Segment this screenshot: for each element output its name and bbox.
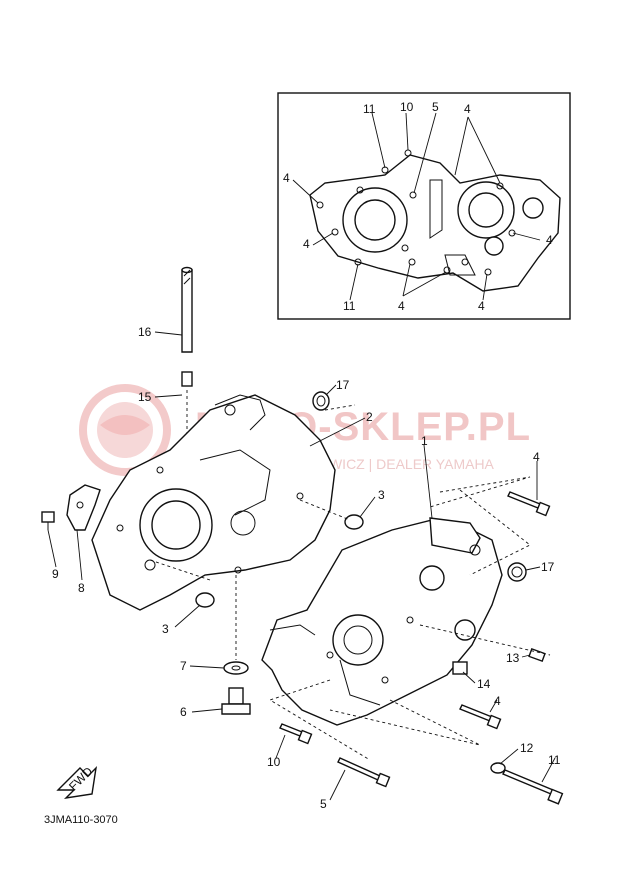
callout-17-right: 17: [541, 560, 555, 574]
callout-labels: 16 15 17 2 1 4 3 9 8 3 17 7 13 14 6 4 10…: [52, 325, 561, 811]
callout-17-top: 17: [336, 378, 350, 392]
part-13-plug: [528, 647, 546, 663]
callout-leaders: [47, 331, 556, 801]
inset-callout-11-top: 11: [363, 102, 376, 116]
part-6-drain-bolt: [221, 687, 251, 715]
inset-callout-5: 5: [432, 100, 439, 114]
guide-lines: [149, 404, 551, 761]
callout-9: 9: [52, 567, 59, 581]
fwd-arrow-icon: FWD: [56, 764, 98, 800]
part-7-washer: [223, 575, 249, 675]
callout-6: 6: [180, 705, 187, 719]
inset-callout-4-top: 4: [464, 102, 471, 116]
callout-14: 14: [477, 677, 491, 691]
part-4-bolt-lower: [459, 704, 502, 730]
callout-3-right: 3: [378, 488, 385, 502]
callout-12: 12: [520, 741, 534, 755]
callout-1: 1: [421, 434, 428, 448]
part-14-block: [452, 661, 468, 675]
inset-callout-4-lower-left: 4: [303, 237, 310, 251]
callout-5: 5: [320, 797, 327, 811]
part-2-crankcase-left: [91, 394, 336, 611]
part-8-bracket: [66, 484, 101, 531]
inset-callout-11-bottom: 11: [343, 299, 356, 313]
callout-4-top: 4: [533, 450, 540, 464]
callout-4-lower: 4: [494, 694, 501, 708]
diagram-code: 3JMA110-3070: [44, 814, 118, 826]
callout-8: 8: [78, 581, 85, 595]
watermark-logo-icon: [79, 384, 171, 476]
part-1-crankcase-right: [261, 517, 503, 726]
inset-leaders: [292, 112, 541, 301]
part-12-washer: [490, 762, 506, 774]
callout-3-left: 3: [162, 622, 169, 636]
part-5-bolt: [337, 757, 391, 788]
callout-16: 16: [138, 325, 152, 339]
inset-callout-4-bottom-right: 4: [478, 299, 485, 313]
callout-13: 13: [506, 651, 520, 665]
part-4-bolt-top: [507, 491, 551, 517]
part-3-dowel-left: [195, 592, 215, 608]
callout-15: 15: [138, 390, 152, 404]
inset-callout-4-bottom: 4: [398, 299, 405, 313]
part-9-bolt: [41, 511, 55, 530]
part-3-dowel-right: [344, 514, 364, 530]
part-11-bolt: [502, 769, 564, 805]
part-17-seal-right: [507, 562, 527, 582]
inset-callout-10: 10: [400, 100, 414, 114]
inset-labels: 11 10 5 4 4 4 4 11 4 4: [283, 100, 553, 313]
inset-frame: [277, 92, 571, 320]
part-17-seal-top: [312, 391, 330, 411]
inset-crankcase-drawing: [309, 149, 561, 292]
inset-callout-4-right: 4: [546, 233, 553, 247]
inset-callout-4-left: 4: [283, 171, 290, 185]
part-16-pipe: [181, 266, 193, 353]
callout-2: 2: [366, 410, 373, 424]
callout-10: 10: [267, 755, 281, 769]
callout-7: 7: [180, 659, 187, 673]
callout-11: 11: [548, 753, 561, 767]
part-10-bolt: [279, 723, 313, 745]
